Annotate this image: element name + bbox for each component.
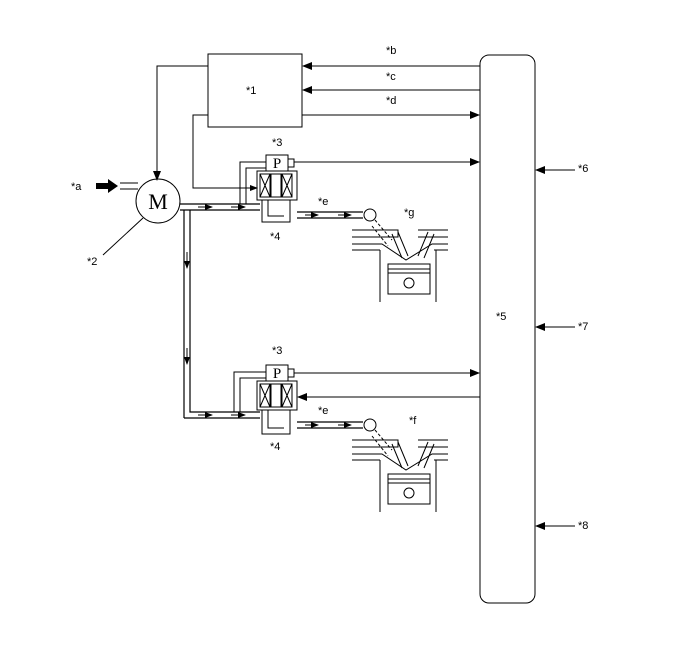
input-8-label: *8: [578, 520, 588, 532]
ocv-cell-lower-2: [270, 383, 282, 408]
sensor-cap-lower: [287, 368, 295, 378]
ocv-stem-lower: [261, 410, 291, 435]
ocv-lower-label: *4: [270, 441, 280, 453]
motor-symbol: M: [148, 189, 168, 214]
signal-b-label: *b: [386, 45, 396, 57]
ocv-feed-upper: [239, 161, 266, 204]
vvt-group-lower: *3 P *4 *e *f: [233, 345, 480, 512]
ocv-cell-lower-3: [281, 383, 293, 408]
ocv-cell-lower-1: [259, 383, 271, 408]
sensor-cap-upper: [287, 158, 295, 168]
engine-g-label: *g: [404, 207, 414, 219]
oil-e-upper-label: *e: [318, 196, 328, 208]
engine-section-upper: [352, 219, 448, 302]
ocv-body-upper: [256, 170, 298, 201]
ocv-cell-upper-3: [281, 173, 293, 198]
ecm-to-motor-line: [153, 65, 208, 181]
input-a-label: *a: [71, 181, 82, 193]
input-7-label: *7: [578, 321, 588, 333]
vvt-actuator-lower: [363, 418, 377, 432]
pressure-symbol-upper: P: [273, 156, 281, 172]
input-6-label: *6: [578, 163, 588, 175]
engine-f-label: *f: [409, 415, 417, 427]
signal-d-label: *d: [386, 95, 396, 107]
ocv-cell-upper-1: [259, 173, 271, 198]
ocv-upper-label: *4: [270, 231, 280, 243]
ocv-x-lower: [259, 383, 293, 408]
ocv-stem-upper: [261, 200, 291, 223]
vvt-sensor-upper-label: *3: [272, 137, 282, 149]
motor-leader-line: [102, 217, 144, 256]
oil-e-lower-label: *e: [318, 405, 328, 417]
controller-box: [479, 54, 536, 604]
ecm-label: *1: [246, 85, 256, 97]
vvt-actuator-upper: [363, 208, 377, 222]
ocv-feed-lower: [233, 371, 266, 412]
oil-line-upper: [297, 211, 363, 219]
vvt-group-upper: *3 P *4 *e *g: [239, 137, 480, 302]
ocv-cell-upper-2: [270, 173, 282, 198]
vvt-sensor-lower-label: *3: [272, 345, 282, 357]
signal-c-label: *c: [386, 71, 396, 83]
pressure-symbol-lower: P: [273, 366, 281, 382]
controller-label: *5: [496, 311, 506, 323]
oil-line-lower: [297, 421, 363, 429]
ecm-to-ocv-upper-line: [192, 114, 258, 191]
motor-circle: [135, 178, 181, 224]
input-a-arrow: [96, 179, 118, 193]
engine-section-lower: [352, 429, 448, 512]
oil-pipe-main: [180, 203, 260, 419]
motor-ref-label: *2: [87, 256, 97, 268]
ocv-x-upper: [259, 173, 293, 198]
